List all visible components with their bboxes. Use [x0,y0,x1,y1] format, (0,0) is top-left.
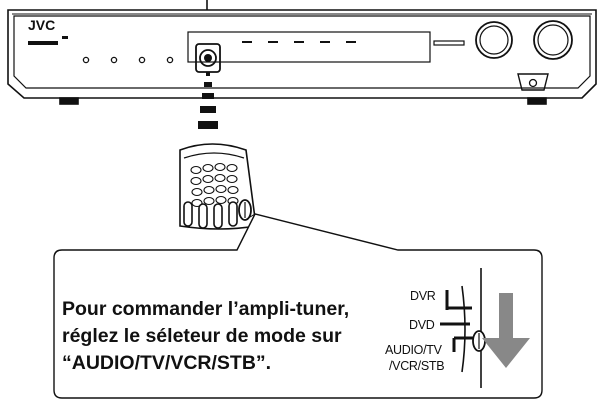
instruction-line-1: Pour commander l’ampli-tuner, [62,298,350,320]
panel-button [110,56,118,64]
label-audio-tv: AUDIO/TV [385,343,443,357]
callout-text: Pour commander l’ampli-tuner, réglez le … [62,296,392,377]
remote-buttons [190,162,239,208]
indicator-led [62,36,68,39]
remote-key [213,203,223,229]
source-knob-inner [537,24,569,56]
panel-button [138,56,146,64]
down-arrow-icon [482,293,530,368]
label-dvr: DVR [410,289,436,303]
source-knob [533,20,573,60]
receiver [7,0,597,105]
ir-pulse [198,121,218,129]
panel-bar [433,40,465,46]
callout-box [53,213,543,399]
ir-pulse [202,93,214,99]
disc-slot [28,41,58,45]
panel-button [166,56,174,64]
remote-key [198,203,208,229]
callout-leader [244,213,256,221]
volume-knob [475,21,513,59]
display-window [187,31,431,63]
foot-right [527,97,547,105]
remote-key [183,201,193,227]
panel-button [82,56,90,64]
ir-pulse [204,82,212,87]
ir-beam [198,72,218,129]
instruction-line-2: réglez le séleteur de mode sur [62,325,342,347]
foot-left [59,97,79,105]
label-vcr-stb: /VCR/STB [389,359,444,373]
remote-control [179,143,257,230]
label-dvd: DVD [409,318,435,332]
ir-pulse [206,72,210,76]
remote-sensor [199,49,217,67]
front-panel [13,15,591,89]
ir-pulse [200,106,216,113]
switch-housing [461,285,466,373]
instruction-line-3: “AUDIO/TV/VCR/STB”. [62,352,272,374]
remote-top-band [183,152,245,159]
remote-key [228,201,238,227]
receiver-body [7,9,597,99]
remote-sensor-center [204,54,212,62]
brand-logo: JVC [28,17,55,33]
headphone-jack [528,78,538,88]
volume-knob-inner [479,25,509,55]
jack-housing [517,73,549,91]
